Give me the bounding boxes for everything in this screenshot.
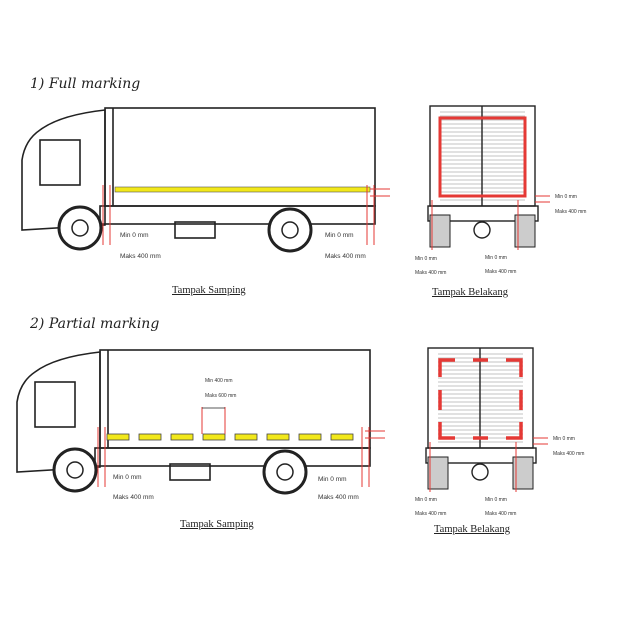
label-rear-max: Maks 400 mm (318, 494, 359, 501)
rear-right-min: Min 0 mm (485, 255, 507, 261)
section-title-full: 1) Full marking (30, 76, 141, 92)
rear-side-max: Maks 400 mm (553, 451, 585, 457)
wheel-hub (276, 463, 294, 481)
cab-window (39, 139, 81, 186)
rear-right-max: Maks 400 mm (485, 511, 517, 517)
rear-wheel (514, 214, 536, 248)
rear-wheel (512, 456, 534, 490)
caption-rear-view: Tampak Belakang (434, 524, 510, 535)
chassis (99, 205, 376, 225)
yellow-dash (266, 433, 290, 441)
red-full-outline (438, 116, 527, 198)
truck-cab (21, 109, 106, 231)
label-rear-min: Min 0 mm (318, 476, 347, 483)
label-front-min: Min 0 mm (113, 474, 142, 481)
caption-side-view: Tampak Samping (180, 519, 254, 530)
wheel (262, 449, 308, 495)
rear-wheel (427, 456, 449, 490)
label-front-max: Maks 400 mm (113, 494, 154, 501)
cab-window (34, 381, 76, 428)
fuel-tank (174, 221, 216, 239)
cargo-box (99, 349, 371, 449)
label-gap-min: Min 400 mm (205, 378, 233, 384)
red-dimension-lines (102, 185, 390, 245)
yellow-dash (234, 433, 258, 441)
differential (473, 221, 491, 239)
section-title-partial: 2) Partial marking (30, 316, 160, 332)
caption-rear-view: Tampak Belakang (432, 287, 508, 298)
chassis (94, 447, 371, 467)
wheel-hub (281, 221, 299, 239)
yellow-full-stripe (114, 186, 371, 193)
rear-right-min: Min 0 mm (485, 497, 507, 503)
red-dimension-lines (429, 437, 548, 492)
wheel (57, 205, 103, 251)
label-front-min: Min 0 mm (120, 232, 149, 239)
yellow-dash (170, 433, 194, 441)
yellow-dash (106, 433, 130, 441)
rear-left-max: Maks 400 mm (415, 511, 447, 517)
fuel-tank (169, 463, 211, 481)
rear-side-max: Maks 400 mm (555, 209, 587, 215)
rear-side-min: Min 0 mm (553, 436, 575, 442)
rear-left-min: Min 0 mm (415, 256, 437, 262)
rear-side-min: Min 0 mm (555, 194, 577, 200)
truck-cab (16, 351, 101, 473)
rear-right-max: Maks 400 mm (485, 269, 517, 275)
red-dimension-lines (97, 427, 385, 487)
wheel-hub (66, 461, 84, 479)
differential (471, 463, 489, 481)
wheel (267, 207, 313, 253)
rear-bumper (427, 205, 539, 222)
yellow-dash (202, 433, 226, 441)
red-partial-outline (438, 358, 523, 440)
yellow-dash (330, 433, 354, 441)
rear-bumper (425, 447, 537, 464)
yellow-dash (138, 433, 162, 441)
label-gap-max: Maks 600 mm (205, 393, 237, 399)
rear-left-min: Min 0 mm (415, 497, 437, 503)
gap-dimension-lines (201, 407, 226, 434)
yellow-dash (298, 433, 322, 441)
red-dimension-lines (431, 195, 550, 250)
label-rear-min: Min 0 mm (325, 232, 354, 239)
rear-wheel (429, 214, 451, 248)
label-front-max: Maks 400 mm (120, 253, 161, 260)
caption-side-view: Tampak Samping (172, 285, 246, 296)
wheel-hub (71, 219, 89, 237)
wheel (52, 447, 98, 493)
label-rear-max: Maks 400 mm (325, 253, 366, 260)
rear-left-max: Maks 400 mm (415, 270, 447, 276)
